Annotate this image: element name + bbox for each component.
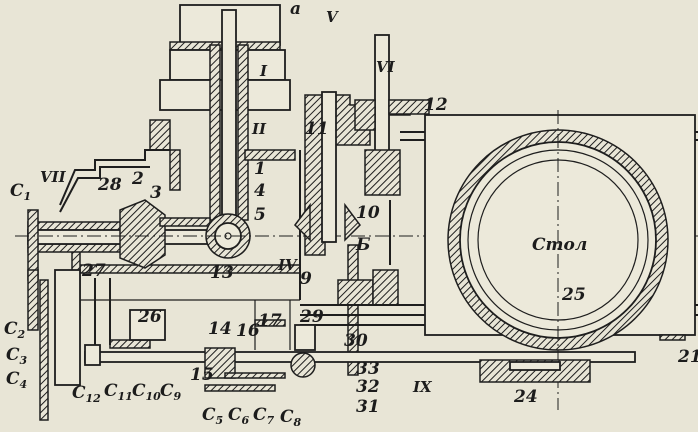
label-n28: 28	[97, 175, 122, 195]
part-labels: aIIIVVIVIIIVIX12345910111213141516172124…	[4, 0, 698, 429]
label-n16: 16	[236, 321, 260, 341]
gear-label-c9: C9	[160, 381, 182, 403]
gear-label-c2: C2	[4, 319, 26, 341]
label-n24: 24	[513, 387, 538, 407]
gear-label-c5: C5	[202, 405, 223, 427]
label-II: II	[251, 120, 267, 138]
change-gears	[27, 269, 316, 421]
label-n2: 2	[131, 169, 144, 189]
gear-label-c11: C11	[104, 381, 133, 403]
label-VI: VI	[376, 58, 396, 76]
label-IX: IX	[412, 378, 433, 396]
label-n27: 27	[81, 261, 106, 281]
label-n13: 13	[210, 263, 234, 283]
gear-label-c10: C10	[132, 381, 161, 403]
label-n11: 11	[305, 119, 329, 139]
label-n29: 29	[299, 307, 324, 327]
label-n32: 32	[356, 377, 380, 397]
label-n10: 10	[356, 203, 380, 223]
gear-label-c3: C3	[6, 345, 28, 367]
label-a: a	[290, 0, 301, 19]
label-IV: IV	[277, 256, 298, 274]
label-I: I	[259, 62, 268, 80]
gear-label-c12: C12	[72, 383, 101, 405]
gear-label-c6: C6	[228, 405, 250, 427]
label-n31: 31	[356, 397, 380, 417]
label-B: Б	[355, 235, 371, 255]
label-n15: 15	[190, 365, 214, 385]
label-n1: 1	[254, 159, 266, 179]
label-n30: 30	[344, 331, 368, 351]
gear-label-c7: C7	[253, 405, 275, 427]
label-n4: 4	[254, 181, 266, 201]
rotary-table	[424, 110, 696, 410]
gear-label-c8: C8	[280, 407, 302, 429]
label-V: V	[326, 8, 339, 26]
gear-label-c4: C4	[6, 369, 27, 391]
label-n25: 25	[561, 285, 586, 305]
label-n17: 17	[258, 311, 282, 331]
label-n5: 5	[254, 205, 266, 225]
label-n33: 33	[356, 359, 380, 379]
gear-label-c1: C1	[10, 181, 31, 203]
label-VII: VII	[40, 168, 67, 186]
shaft-VI	[354, 34, 430, 265]
label-n26: 26	[137, 307, 162, 327]
label-n21: 21	[677, 347, 698, 367]
label-n9: 9	[300, 269, 312, 289]
label-table: Стол	[532, 235, 587, 255]
upper-housing	[149, 4, 296, 226]
label-n12: 12	[424, 95, 448, 115]
label-n14: 14	[208, 319, 232, 339]
label-n3: 3	[150, 183, 162, 203]
